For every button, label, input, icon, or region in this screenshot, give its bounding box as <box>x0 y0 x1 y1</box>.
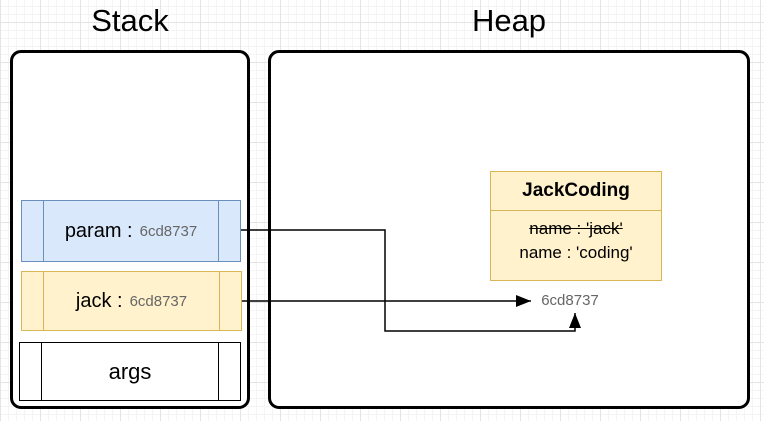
stack-frame-args: args <box>19 342 241 401</box>
jack-address-value: 6cd8737 <box>129 292 188 310</box>
heap-address-label: 6cd8737 <box>541 292 599 309</box>
param-label: param : <box>64 219 133 242</box>
param-address-value: 6cd8737 <box>139 222 198 240</box>
args-label: args <box>108 358 152 384</box>
heap-field-current: name : 'coding' <box>519 243 633 262</box>
heap-object-jackcoding: JackCoding name : 'jack' name : 'coding' <box>490 171 662 281</box>
heap-object-fields: name : 'jack' name : 'coding' <box>491 211 661 265</box>
heap-title: Heap <box>471 3 547 38</box>
heap-object-title: JackCoding <box>491 172 661 211</box>
stack-frame-param: param : 6cd8737 <box>21 200 241 262</box>
stack-title: Stack <box>91 3 169 38</box>
heap-field-old: name : 'jack' <box>529 219 623 238</box>
stack-frame-jack: jack : 6cd8737 <box>21 271 242 331</box>
jack-label: jack : <box>75 289 123 312</box>
